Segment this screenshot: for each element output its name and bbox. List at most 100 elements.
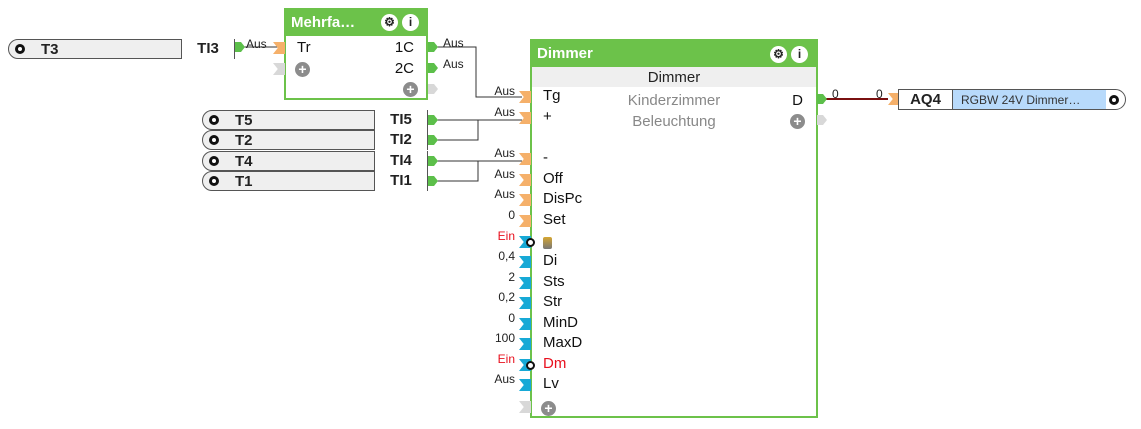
input-value: Aus bbox=[494, 187, 515, 201]
input-connector[interactable] bbox=[519, 256, 531, 268]
port-label: - bbox=[543, 149, 548, 166]
input-value: Aus bbox=[494, 105, 515, 119]
input-connector[interactable] bbox=[519, 379, 531, 391]
input-tag: TI3 bbox=[181, 39, 234, 59]
gear-icon[interactable] bbox=[13, 42, 27, 56]
input-tag: TI5 bbox=[374, 110, 427, 130]
add-output-icon[interactable]: + bbox=[403, 82, 418, 97]
input-connector[interactable] bbox=[519, 112, 531, 124]
value-label: Aus bbox=[246, 37, 267, 51]
add-output-icon[interactable]: + bbox=[790, 114, 805, 129]
input-block-t5[interactable]: T5 TI5 bbox=[202, 110, 428, 130]
info-icon[interactable]: i bbox=[402, 14, 419, 31]
port-label: Set bbox=[543, 211, 566, 228]
output-connector[interactable] bbox=[235, 42, 245, 52]
function-block-mehrfach[interactable]: Mehrfa… ⚙ i Tr 1C 2C + + bbox=[284, 8, 428, 100]
value-label: Aus bbox=[443, 36, 464, 50]
gear-icon[interactable] bbox=[207, 133, 221, 147]
input-connector[interactable] bbox=[519, 91, 531, 103]
input-value: Aus bbox=[494, 372, 515, 386]
port-label: Tg bbox=[543, 87, 561, 104]
input-connector[interactable] bbox=[519, 215, 531, 227]
input-value: Aus bbox=[494, 84, 515, 98]
wire-1c-tg bbox=[437, 46, 522, 98]
output-name: AQ4 bbox=[899, 90, 953, 109]
input-connector[interactable] bbox=[519, 318, 531, 330]
port-label: Dm bbox=[543, 355, 567, 372]
gear-icon[interactable] bbox=[207, 174, 221, 188]
input-name: T3 bbox=[41, 41, 59, 58]
input-block-t4[interactable]: T4 TI4 bbox=[202, 151, 428, 171]
input-connector[interactable] bbox=[519, 194, 531, 206]
port-label: Lv bbox=[543, 375, 559, 392]
port-label: DisPc bbox=[543, 190, 583, 207]
output-connector[interactable] bbox=[817, 94, 827, 104]
input-tag: TI4 bbox=[374, 151, 427, 171]
output-connector[interactable] bbox=[428, 42, 438, 52]
output-connector[interactable] bbox=[428, 115, 438, 125]
port-label: Sts bbox=[543, 273, 565, 290]
output-connector[interactable] bbox=[428, 176, 438, 186]
output-description: RGBW 24V Dimmer… bbox=[953, 90, 1106, 109]
wire-ti2-plus bbox=[437, 120, 479, 141]
input-value: Aus bbox=[494, 146, 515, 160]
negated-input-icon bbox=[526, 361, 535, 370]
port-label: Off bbox=[543, 170, 563, 187]
block-title: Dimmer bbox=[532, 41, 816, 67]
port-label: Tr bbox=[297, 39, 311, 56]
input-name: T4 bbox=[235, 153, 253, 170]
input-connector[interactable] bbox=[519, 277, 531, 289]
function-block-dimmer[interactable]: Dimmer ⚙ i Dimmer Kinderzimmer Beleuchtu… bbox=[530, 39, 818, 418]
input-connector[interactable] bbox=[519, 297, 531, 309]
input-name: T1 bbox=[235, 173, 253, 190]
input-block-t2[interactable]: T2 TI2 bbox=[202, 130, 428, 150]
gear-icon[interactable]: ⚙ bbox=[770, 46, 787, 63]
input-value: Ein bbox=[497, 229, 515, 243]
battery-icon bbox=[543, 237, 552, 249]
input-connector[interactable] bbox=[519, 153, 531, 165]
input-value: Ein bbox=[497, 352, 515, 366]
value-label: 0 bbox=[876, 87, 883, 101]
input-connector[interactable] bbox=[273, 42, 285, 54]
output-connector[interactable] bbox=[428, 84, 438, 94]
input-tag: TI2 bbox=[374, 130, 427, 150]
output-connector[interactable] bbox=[428, 156, 438, 166]
input-name: T2 bbox=[235, 132, 253, 149]
input-tag: TI1 bbox=[374, 171, 427, 191]
output-connector[interactable] bbox=[428, 135, 438, 145]
input-value: 0,4 bbox=[498, 249, 515, 263]
output-connector[interactable] bbox=[817, 115, 827, 125]
port-label: Str bbox=[543, 293, 563, 310]
input-value: 0 bbox=[508, 311, 515, 325]
output-block-aq4[interactable]: AQ4 RGBW 24V Dimmer… bbox=[898, 89, 1126, 110]
input-value: 100 bbox=[494, 331, 515, 345]
input-connector[interactable] bbox=[273, 63, 285, 75]
gear-icon[interactable] bbox=[207, 154, 221, 168]
gear-icon[interactable] bbox=[1107, 93, 1121, 107]
port-label: MinD bbox=[543, 314, 579, 331]
block-room: Kinderzimmer bbox=[627, 92, 721, 109]
input-value: 2 bbox=[508, 270, 515, 284]
port-label-output: D bbox=[792, 92, 803, 109]
output-connector[interactable] bbox=[428, 63, 438, 73]
input-connector[interactable] bbox=[519, 338, 531, 350]
input-value: Aus bbox=[494, 167, 515, 181]
value-label: 0 bbox=[832, 87, 839, 101]
info-icon[interactable]: i bbox=[791, 46, 808, 63]
input-connector[interactable] bbox=[519, 401, 531, 413]
input-block-t3[interactable]: T3 TI3 bbox=[8, 39, 235, 59]
input-connector[interactable] bbox=[519, 174, 531, 186]
port-label: Di bbox=[543, 252, 558, 269]
gear-icon[interactable]: ⚙ bbox=[381, 14, 398, 31]
add-input-icon[interactable]: + bbox=[541, 401, 556, 416]
wire-ti1-minus bbox=[437, 161, 479, 182]
input-connector[interactable] bbox=[888, 93, 900, 105]
block-subtitle: Dimmer bbox=[532, 67, 816, 87]
input-name: T5 bbox=[235, 112, 253, 129]
input-block-t1[interactable]: T1 TI1 bbox=[202, 171, 428, 191]
port-label: 1C bbox=[394, 39, 414, 56]
gear-icon[interactable] bbox=[207, 113, 221, 127]
port-label: + bbox=[543, 108, 552, 125]
add-input-icon[interactable]: + bbox=[295, 62, 310, 77]
